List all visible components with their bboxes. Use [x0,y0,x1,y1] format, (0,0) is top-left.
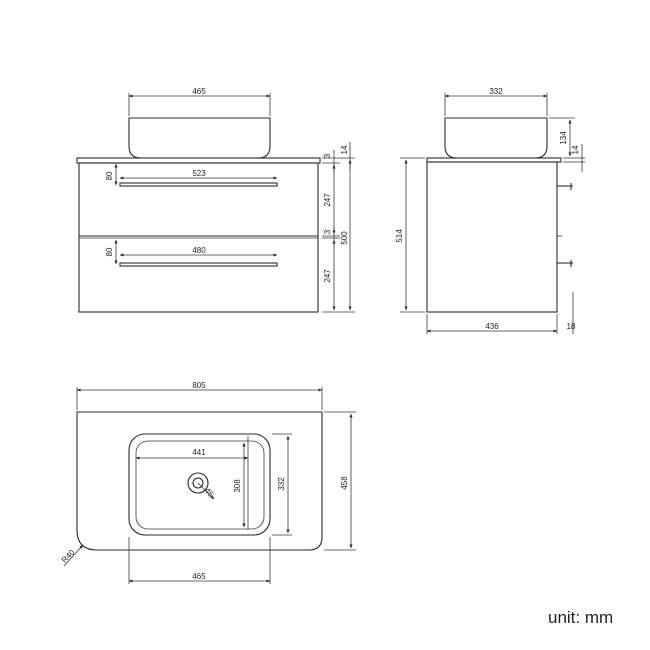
top-total-width-label: 805 [192,381,206,390]
top-total-depth-label: 458 [340,476,349,490]
top-basin-inner [135,440,265,530]
side-handle-depth-label: 18 [567,322,576,331]
front-handle-upper [119,182,278,187]
top-basin-outer [128,433,271,536]
front-top-gap-label: 3 [323,153,332,158]
front-total-height-label: 500 [340,231,349,245]
waste-inner [192,477,204,489]
front-handle-lower-offset-label: 80 [105,247,114,256]
side-cabinet-depth-label: 436 [485,322,499,331]
front-handle-upper-offset-label: 80 [105,171,114,180]
side-cabinet [426,161,558,313]
top-countertop-outline [76,411,323,551]
top-basin-outer-width-label: 465 [192,572,206,581]
side-view: 332 134 14 514 436 18 [395,87,585,334]
front-drawer-lower-height-label: 247 [323,269,332,283]
side-cabinet-height-label: 514 [395,229,404,243]
top-basin-outer-depth-label: 332 [277,477,286,491]
front-handle-lower [119,262,278,267]
side-basin-depth-label: 332 [489,87,503,96]
side-countertop [426,157,562,163]
front-basin-outline [128,117,271,159]
side-handle-lower [557,260,573,267]
side-top-thickness-label: 14 [571,145,580,154]
side-basin-height-label: 134 [559,131,568,145]
waste-diameter-label: 45 [203,486,216,499]
unit-label: unit: mm [548,608,614,627]
front-handle-lower-width-label: 480 [192,246,206,255]
front-cabinet [78,162,319,313]
front-basin-width-label: 465 [192,87,206,96]
corner-radius-label: R40 [60,547,77,564]
waste-outer [187,472,209,494]
top-basin-inner-depth-label: 308 [233,479,242,493]
top-view: 805 441 308 332 458 45 465 R40 [60,381,356,584]
top-basin-inner-width-label: 441 [192,448,206,457]
front-view: 465 523 480 80 80 3 247 3 247 14 500 [76,87,355,313]
front-drawer-gap-label: 3 [323,229,332,234]
side-handle-upper [557,183,573,190]
front-countertop [76,157,321,164]
front-drawer-upper-height-label: 247 [323,193,332,207]
front-top-thickness-label: 14 [340,145,349,154]
side-basin-outline [444,117,548,159]
front-handle-upper-width-label: 523 [192,169,206,178]
